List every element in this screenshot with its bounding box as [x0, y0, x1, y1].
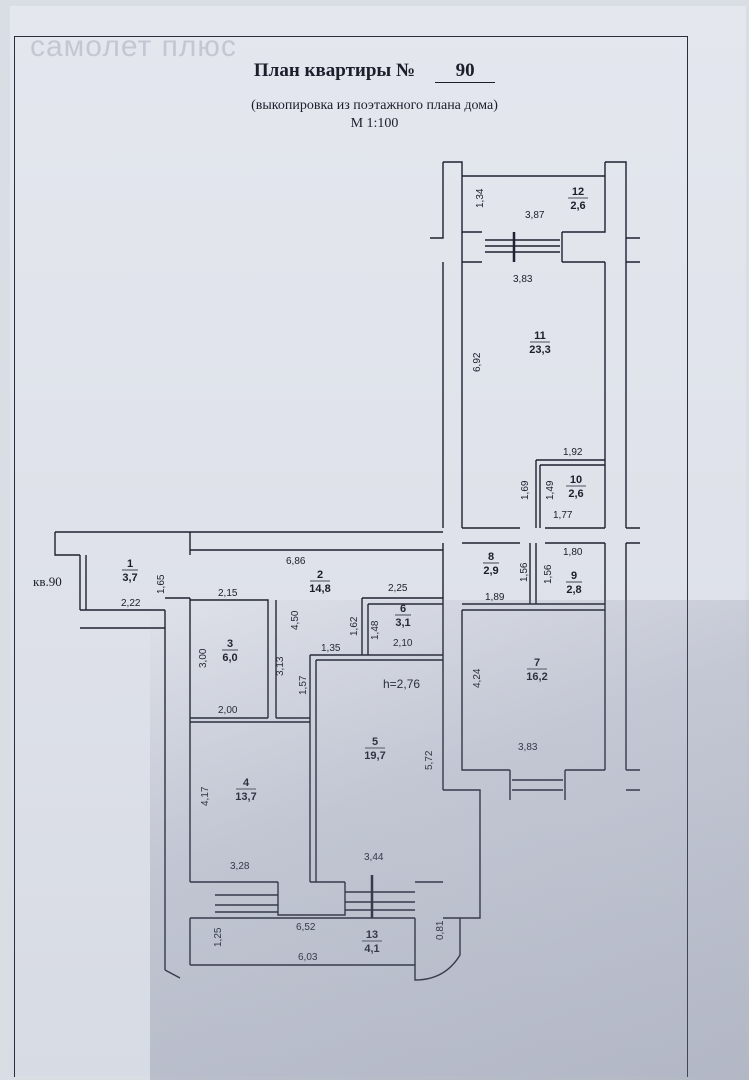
dim: 2,10	[393, 638, 413, 649]
dim: 1,80	[563, 547, 583, 558]
watermark: самолет плюс	[30, 30, 237, 63]
room-8-area: 2,9	[483, 565, 498, 577]
dim: 1,56	[543, 564, 554, 584]
dim: 6,52	[296, 922, 316, 933]
dim: 1,56	[519, 562, 530, 582]
room-2-area: 14,8	[309, 583, 330, 595]
plan-subtitle: (выкопировка из поэтажного плана дома)	[251, 98, 498, 113]
room-labels: 1 3,7 2 14,8 3 6,0 4 13,7 5 19,7 6 3,1 7…	[122, 186, 585, 955]
room-1-area: 3,7	[122, 572, 137, 584]
dim: 2,15	[218, 588, 238, 599]
room-7-number: 7	[534, 657, 540, 669]
dim: 3,28	[230, 861, 250, 872]
room-4-number: 4	[243, 777, 250, 789]
room-11-number: 11	[534, 330, 546, 342]
room-3-number: 3	[227, 638, 233, 650]
room-12-area: 2,6	[570, 200, 585, 212]
dim: 1,49	[545, 480, 556, 500]
room-10-area: 2,6	[568, 488, 583, 500]
dim: 0,81	[435, 920, 446, 940]
dim: 4,50	[290, 610, 301, 630]
room-9-number: 9	[571, 570, 577, 582]
room-6-number: 6	[400, 603, 406, 615]
room-6-area: 3,1	[395, 617, 410, 629]
dim: 1,65	[156, 574, 167, 594]
dim: 2,25	[388, 583, 408, 594]
dim: 3,00	[198, 648, 209, 668]
paper-sheet	[10, 6, 746, 1076]
room-7-area: 16,2	[526, 671, 547, 683]
room-10-number: 10	[570, 474, 582, 486]
dim: 1,89	[485, 592, 505, 603]
plan-scale: М 1:100	[350, 116, 399, 131]
room-5-number: 5	[372, 736, 378, 748]
room-5-area: 19,7	[364, 750, 385, 762]
dim: 1,92	[563, 447, 583, 458]
dim: 4,17	[200, 786, 211, 806]
dim: 5,72	[424, 750, 435, 770]
dim: 1,25	[213, 927, 224, 947]
room-8-number: 8	[488, 551, 494, 563]
ceiling-height: h=2,76	[383, 677, 420, 691]
dim: 6,86	[286, 556, 306, 567]
dim: 4,24	[472, 668, 483, 688]
dim: 6,92	[472, 352, 483, 372]
dim: 2,00	[218, 705, 238, 716]
room-13-area: 4,1	[364, 943, 379, 955]
plan-title: План квартиры № 90	[0, 60, 749, 83]
dim: 1,77	[553, 510, 573, 521]
dim: 1,34	[475, 188, 486, 208]
dim: 6,03	[298, 952, 318, 963]
room-3-area: 6,0	[222, 652, 237, 664]
fraction-lines	[122, 197, 588, 942]
room-12-number: 12	[572, 186, 584, 198]
apartment-number: 90	[435, 60, 496, 83]
dim: 1,57	[298, 675, 309, 695]
dim: 1,62	[349, 616, 360, 636]
room-13-number: 13	[366, 929, 378, 941]
room-4-area: 13,7	[235, 791, 256, 803]
dim: 3,87	[525, 210, 545, 221]
dim: 3,83	[513, 274, 533, 285]
dim: 1,69	[520, 480, 531, 500]
dim: 1,35	[321, 643, 341, 654]
dimension-labels: 1,34 3,87 3,83 6,92 1,92 1,69 1,49 1,77 …	[121, 188, 583, 963]
room-1-number: 1	[127, 558, 133, 570]
title-prefix: План квартиры №	[253, 60, 416, 81]
room-2-number: 2	[317, 569, 323, 581]
drawing-frame	[14, 36, 688, 1077]
walls	[54, 161, 640, 981]
entrance-label: кв.90	[33, 574, 62, 589]
room-11-area: 23,3	[529, 344, 550, 356]
room-9-area: 2,8	[566, 584, 581, 596]
dim: 3,13	[275, 656, 286, 676]
dim: 3,44	[364, 852, 384, 863]
dim: 2,22	[121, 598, 141, 609]
dim: 3,83	[518, 742, 538, 753]
dim: 1,48	[370, 620, 381, 640]
